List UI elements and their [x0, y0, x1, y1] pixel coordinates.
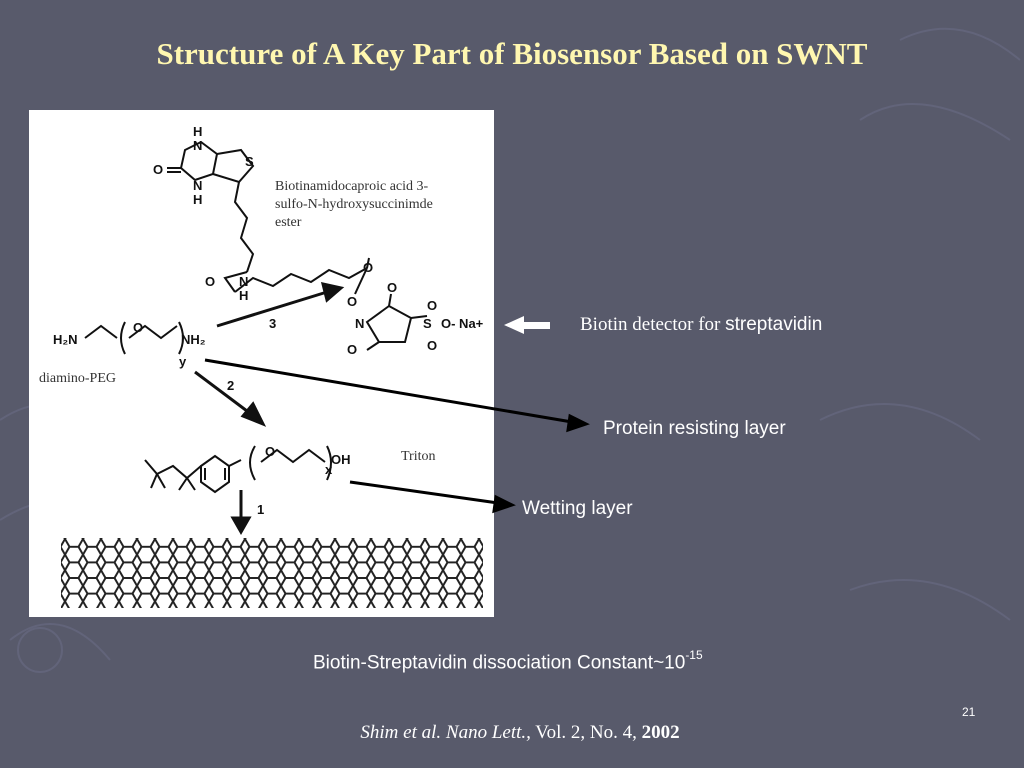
biotin-detector-prefix: Biotin detector for — [580, 314, 726, 335]
constant-exponent: -15 — [685, 648, 703, 662]
reagent-line-3: ester — [275, 215, 302, 230]
dissociation-constant: Biotin-Streptavidin dissociation Constan… — [313, 648, 703, 674]
svg-text:O: O — [347, 294, 357, 309]
svg-text:H: H — [193, 192, 202, 207]
svg-text:N: N — [193, 178, 202, 193]
svg-text:O: O — [427, 298, 437, 313]
biotin-detector-label: Biotin detector for streptavidin — [580, 314, 822, 336]
diamino-peg-label: diamino-PEG — [39, 371, 116, 386]
svg-text:y: y — [179, 354, 187, 369]
white-left-arrow-icon — [504, 316, 550, 334]
step-1-label: 1 — [257, 502, 264, 517]
svg-text:H: H — [239, 288, 248, 303]
protein-resisting-layer-label: Protein resisting layer — [603, 418, 786, 439]
svg-text:NH₂: NH₂ — [181, 332, 206, 347]
svg-text:S: S — [245, 154, 254, 169]
reagent-line-1: Biotinamidocaproic acid 3- — [275, 179, 429, 194]
biotin-detector-target: streptavidin — [725, 314, 823, 335]
citation: Shim et al. Nano Lett., Vol. 2, No. 4, 2… — [0, 722, 1024, 744]
svg-text:O: O — [387, 280, 397, 295]
svg-text:O- Na+: O- Na+ — [441, 316, 484, 331]
svg-text:S: S — [423, 316, 432, 331]
wetting-layer-label: Wetting layer — [522, 498, 633, 519]
svg-text:N: N — [193, 138, 202, 153]
triton-structure — [144, 445, 332, 494]
svg-text:x: x — [325, 462, 333, 477]
svg-text:N: N — [239, 274, 248, 289]
step-3-label: 3 — [269, 316, 276, 331]
svg-text:O: O — [363, 260, 373, 275]
svg-text:H: H — [193, 124, 202, 139]
peg-chain — [84, 321, 184, 355]
page-number: 21 — [962, 705, 976, 719]
caproic-chain — [223, 257, 370, 295]
svg-text:H₂N: H₂N — [53, 332, 78, 347]
svg-text:N: N — [355, 316, 364, 331]
citation-year: 2002 — [641, 722, 680, 743]
svg-text:O: O — [427, 338, 437, 353]
svg-text:O: O — [347, 342, 357, 357]
citation-authors-journal: Shim et al. Nano Lett., — [360, 722, 531, 743]
slide-title: Structure of A Key Part of Biosensor Bas… — [156, 36, 868, 71]
biotin-structure — [167, 140, 255, 273]
citation-volume: Vol. 2, No. 4, — [530, 722, 642, 743]
svg-text:O: O — [205, 274, 215, 289]
nanotube-lattice — [61, 538, 483, 608]
svg-text:O: O — [153, 162, 163, 177]
triton-label: Triton — [401, 449, 436, 464]
chemistry-figure: H N N H O S O N H O O N O O O S O O- Na+ — [29, 110, 494, 617]
figure-drawing: H N N H O S O N H O O N O O O S O O- Na+ — [39, 124, 484, 608]
step-2-label: 2 — [227, 378, 234, 393]
svg-text:O: O — [133, 320, 143, 335]
reagent-line-2: sulfo-N-hydroxysuccinimde — [275, 197, 433, 212]
svg-text:O: O — [265, 444, 275, 459]
svg-text:OH: OH — [331, 452, 351, 467]
nhs-ring — [365, 293, 428, 351]
constant-text: Biotin-Streptavidin dissociation Constan… — [313, 652, 686, 674]
